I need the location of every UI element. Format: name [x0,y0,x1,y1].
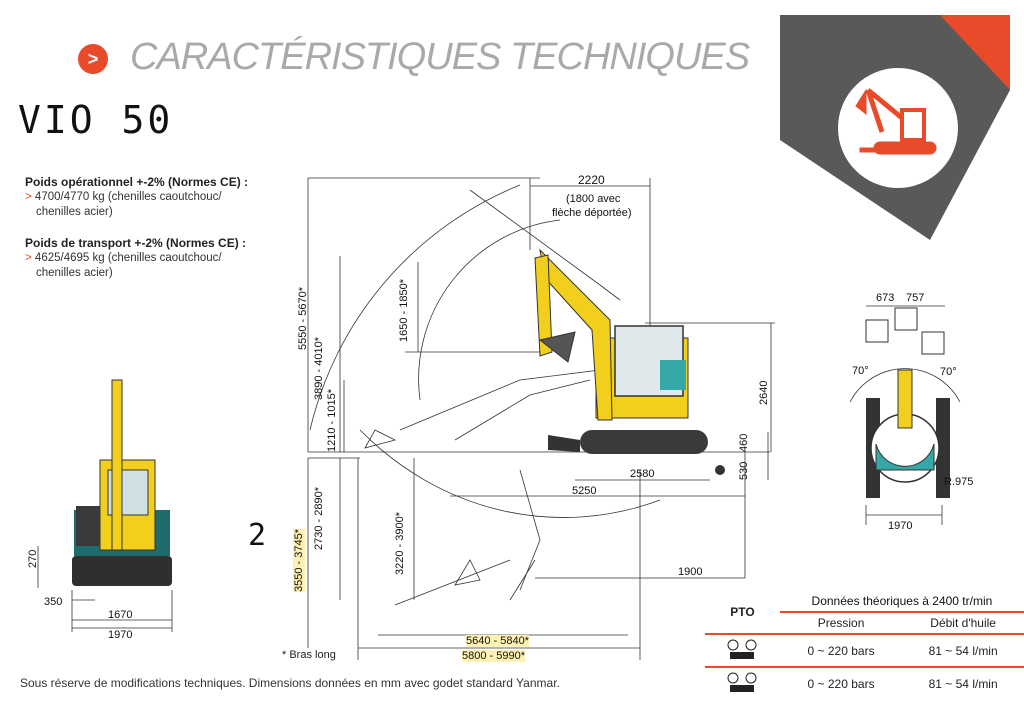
spec-bullet: > [25,191,32,203]
dim-530: 530 [738,461,750,480]
op-weight-line2: chenilles acier) [36,206,113,218]
dim-5640: 5640 - 5840* [466,635,529,647]
table-row: 0 ~ 220 bars 81 ~ 54 l/min [705,667,1024,699]
pto-header: Données théoriques à 2400 tr/min [811,594,993,608]
dim-350: 350 [44,596,63,608]
dim-757: 757 [906,292,925,304]
dim-1800: (1800 avec [566,193,621,205]
pto-row-icon [705,634,780,667]
pto-row-icon [705,667,780,699]
pto-col-debit: Débit d'huile [930,616,996,630]
dim-2220: 2220 [578,173,605,187]
spec-bullet: > [25,252,32,264]
dim-1970-front: 1970 [108,629,133,641]
dim-3550: 3550 - 3745* [293,529,305,592]
dim-5550: 5550 - 5670* [297,287,309,350]
dim-70-right: 70° [940,366,957,378]
pto-debit-1: 81 ~ 54 l/min [928,643,998,658]
dim-2730: 2730 - 2890* [313,487,325,550]
dim-3890: 3890 - 4010* [313,337,325,400]
hydraulic-icon [727,672,757,692]
dim-673: 673 [876,292,895,304]
op-weight-line1: > 4700/4770 kg (chenilles caoutchouc/ [25,190,222,205]
transport-weight-line2: chenilles acier) [36,267,113,279]
dim-1900: 1900 [678,566,703,578]
excavator-top-view [849,307,961,498]
excavator-side-view [534,248,725,475]
dim-r975: R.975 [944,476,974,488]
title-bullet-icon: > [78,44,108,74]
dim-1650: 1650 - 1850* [398,279,410,342]
pto-table: PTO Données théoriques à 2400 tr/min Pre… [705,591,1024,699]
transport-weight-title: Poids de transport +-2% (Normes CE) : [25,236,247,250]
dim-2580: 2580 [630,468,655,480]
dim-70-left: 70° [852,365,869,377]
dim-2640: 2640 [758,380,770,405]
op-weight-title: Poids opérationnel +-2% (Normes CE) : [25,175,249,189]
dim-1670: 1670 [108,609,133,621]
excavator-logo-badge [780,15,1010,240]
bras-long-note: * Bras long [282,649,336,661]
dim-460: 460 [738,433,750,452]
hydraulic-icon [727,639,757,659]
dim-1210: 1210 - 1015* [326,389,338,452]
excavator-icon [855,88,937,155]
footer-disclaimer: Sous réserve de modifications techniques… [20,676,560,690]
op-weight-value: 4700/4770 kg (chenilles caoutchouc/ [34,191,222,203]
pto-pression-2: 0 ~ 220 bars [807,676,875,691]
transport-weight-value: 4625/4695 kg (chenilles caoutchouc/ [34,252,222,264]
excavator-front-view [72,379,172,586]
handwritten-mark: 2 [248,518,267,553]
dim-5250: 5250 [572,485,597,497]
page-title: CARACTÉRISTIQUES TECHNIQUES [130,36,750,78]
dim-3220: 3220 - 3900* [394,512,406,575]
dim-270: 270 [27,549,39,568]
dim-5800: 5800 - 5990* [462,650,525,662]
pto-col-pression: Pression [817,616,865,630]
table-row: 0 ~ 220 bars 81 ~ 54 l/min [705,634,1024,667]
dim-1970-top: 1970 [888,520,913,532]
dim-1800-b: flèche déportée) [552,207,632,219]
pto-debit-2: 81 ~ 54 l/min [928,676,998,691]
handwritten-model: VIO 50 [18,98,174,142]
pto-pression-1: 0 ~ 220 bars [807,643,875,658]
transport-weight-line1: > 4625/4695 kg (chenilles caoutchouc/ [25,251,222,266]
pto-label: PTO [730,605,755,619]
